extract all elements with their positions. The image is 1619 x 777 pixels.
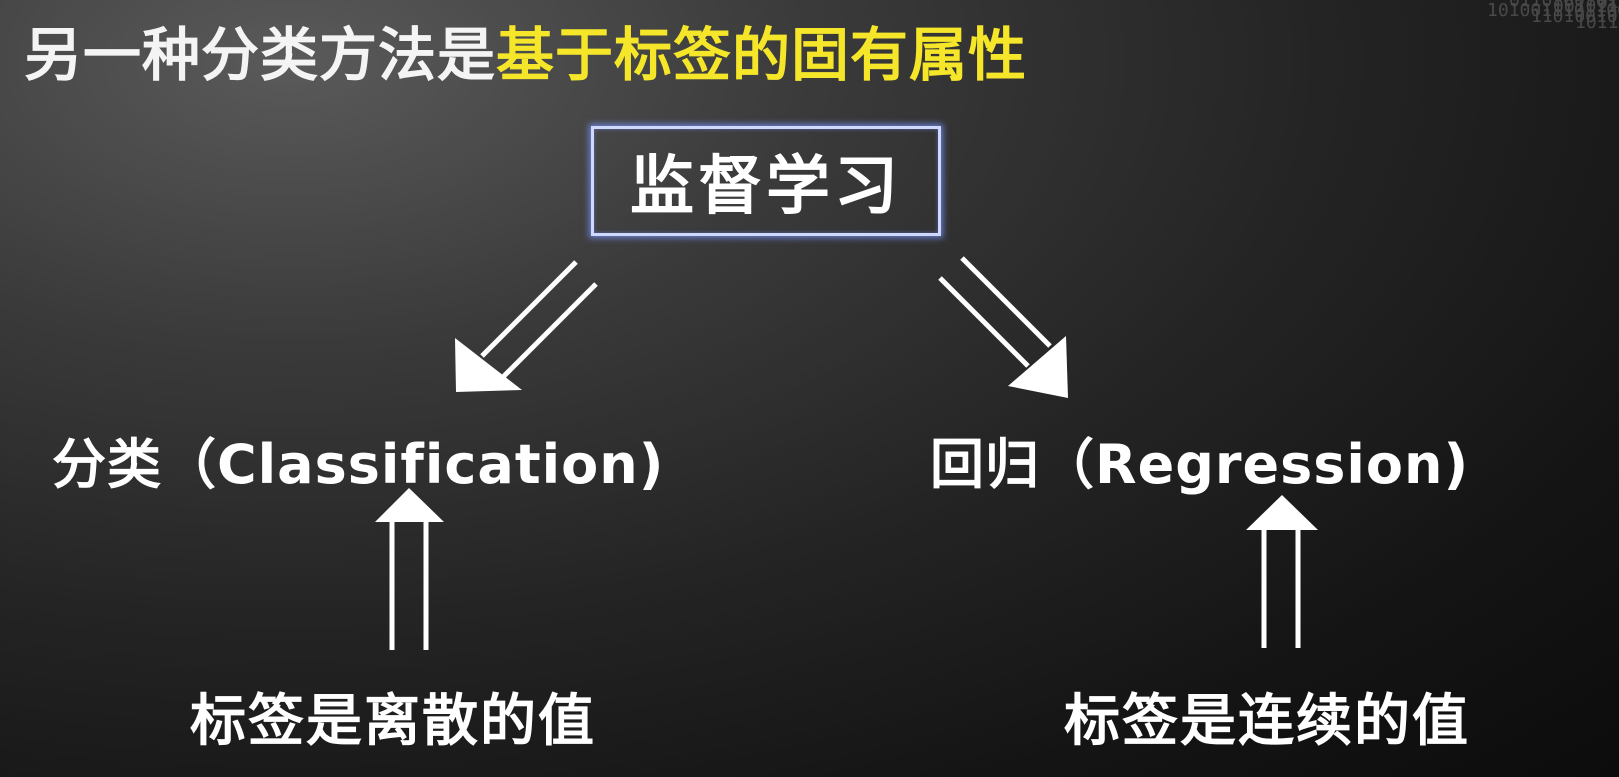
arrow-root-to-classification	[455, 260, 598, 392]
arrow-discrete-to-classification	[375, 488, 444, 650]
heading-plain-text: 另一种分类方法是	[24, 21, 497, 89]
regression-node-label: 回归（Regression)	[930, 433, 1470, 496]
root-node-box: 监督学习	[591, 126, 941, 236]
heading-highlight-text: 基于标签的固有属性	[496, 21, 1028, 89]
classification-node-label: 分类（Classification)	[52, 433, 665, 496]
regression-description: 标签是连续的值	[1064, 689, 1470, 754]
classification-description: 标签是离散的值	[190, 689, 596, 754]
slide-heading: 另一种分类方法是基于标签的固有属性	[24, 18, 1027, 92]
arrow-root-to-regression	[938, 256, 1068, 398]
root-node-label: 监督学习	[630, 150, 902, 224]
arrow-continuous-to-regression	[1246, 495, 1318, 648]
binary-background-decoration: 1010011101100101101001110110 01101001011…	[1487, 0, 1619, 33]
